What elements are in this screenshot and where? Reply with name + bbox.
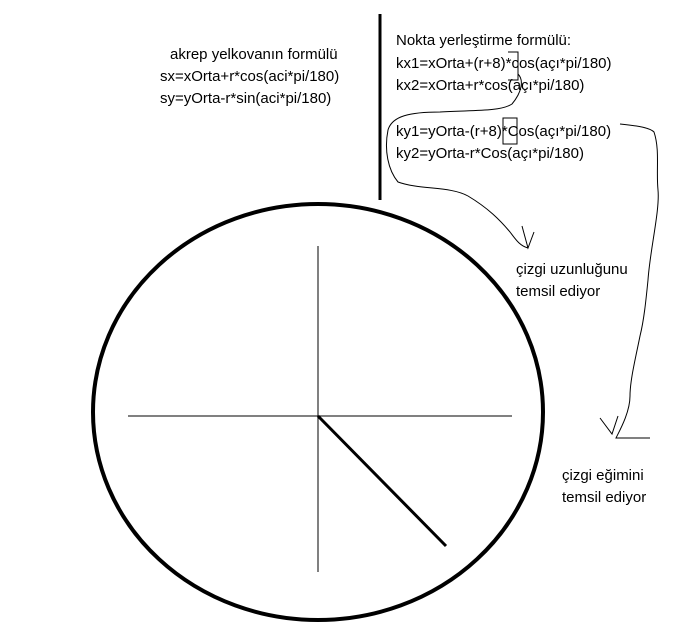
highlight-box-ky1: [502, 117, 518, 145]
left-formula-title: akrep yelkovanın formülü: [170, 46, 338, 63]
note-length-line1: çizgi uzunluğunu: [516, 261, 628, 278]
clock-hand: [316, 414, 448, 548]
right-formula-kx2: kx2=xOrta+r*cos(açı*pi/180): [396, 77, 585, 94]
right-formula-ky2: ky2=yOrta-r*Cos(açı*pi/180): [396, 145, 584, 162]
highlight-box-kx1: [508, 51, 519, 81]
clock-circle: [91, 202, 545, 622]
note-slope-line2: temsil ediyor: [562, 489, 647, 506]
right-formula-title: Nokta yerleştirme formülü:: [396, 32, 572, 49]
right-formula-ky1: ky1=yOrta-(r+8)*Cos(açı*pi/180): [396, 123, 612, 140]
left-formula-sy: sy=yOrta-r*sin(aci*pi/180): [160, 90, 332, 107]
right-formula-kx1: kx1=xOrta+(r+8)*cos(açı*pi/180): [396, 55, 612, 72]
left-formula-sx: sx=xOrta+r*cos(aci*pi/180): [160, 68, 340, 85]
callout-slope-curve: [599, 123, 659, 439]
callout-length-curve: [385, 73, 535, 250]
note-length-line2: temsil ediyor: [516, 283, 601, 300]
note-slope-line1: çizgi eğimini: [562, 467, 644, 484]
